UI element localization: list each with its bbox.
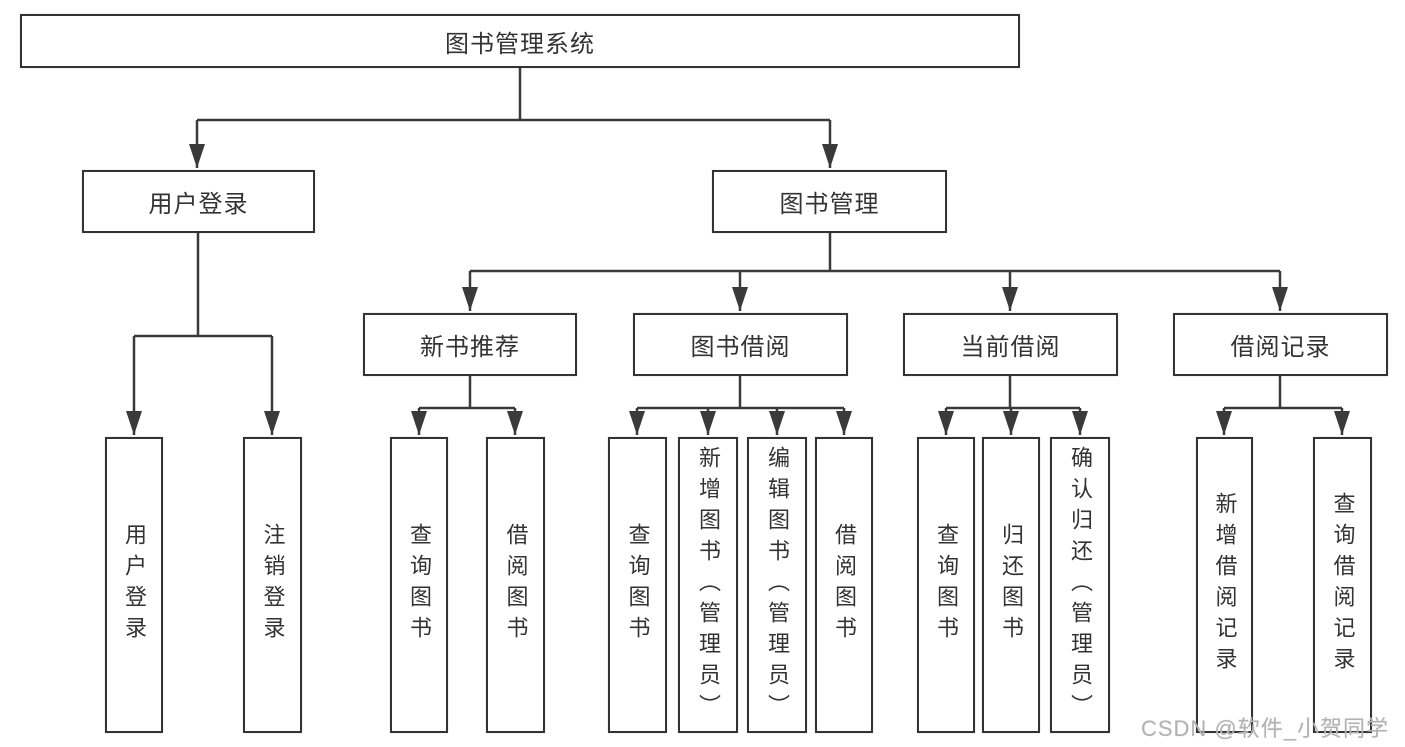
leaf-return-book: 归还图书 [982,437,1040,733]
leaf-query-books-borrow: 查询图书 [608,437,667,733]
connector-borrow-records-to-leaves [1216,376,1350,435]
node-borrow-records: 借阅记录 [1173,313,1388,376]
node-new-book-recommend-label: 新书推荐 [420,334,520,361]
leaf-logout-label: 注销登录 [260,523,286,647]
leaf-borrow-books: 借阅图书 [815,437,873,733]
leaf-query-borrow-record-label: 查询借阅记录 [1330,492,1356,678]
leaf-query-books-recommend: 查询图书 [390,437,448,733]
node-root: 图书管理系统 [20,14,1020,68]
connector-user-login-to-leaves [126,233,280,435]
leaf-user-login-label: 用户登录 [122,523,147,647]
leaf-query-borrow-record: 查询借阅记录 [1313,437,1372,733]
node-user-login: 用户登录 [82,170,315,233]
leaf-add-borrow-record: 新增借阅记录 [1196,437,1253,733]
connector-current-borrow-to-leaves [938,376,1088,435]
leaf-edit-book-admin: 编辑图书（管理员） [747,437,807,733]
node-book-management: 图书管理 [712,170,947,233]
leaf-query-books-current: 查询图书 [917,437,975,733]
connector-new-book-recommend-to-leaves [411,376,523,435]
leaf-user-login: 用户登录 [105,437,163,733]
csdn-watermark: CSDN @软件_小贺同学 [1140,716,1389,741]
node-new-book-recommend: 新书推荐 [363,313,577,376]
leaf-logout: 注销登录 [243,437,302,733]
leaf-borrow-books-recommend: 借阅图书 [486,437,545,733]
leaf-edit-book-admin-label: 编辑图书（管理员） [765,445,790,725]
leaf-query-books-recommend-label: 查询图书 [407,523,432,647]
node-book-management-label: 图书管理 [779,191,880,218]
node-current-borrow: 当前借阅 [903,313,1118,376]
leaf-add-borrow-record-label: 新增借阅记录 [1212,492,1238,678]
node-book-borrow-label: 图书借阅 [690,334,791,361]
connector-book-management-to-level3 [462,233,1288,311]
node-user-login-label: 用户登录 [148,191,249,218]
leaf-confirm-return-admin: 确认归还（管理员） [1050,437,1110,733]
leaf-add-book-admin-label: 新增图书（管理员） [696,445,721,725]
node-book-borrow: 图书借阅 [633,313,848,376]
leaf-borrow-books-recommend-label: 借阅图书 [503,523,529,647]
leaf-add-book-admin: 新增图书（管理员） [678,437,738,733]
leaf-confirm-return-admin-label: 确认归还（管理员） [1068,445,1093,725]
connector-book-borrow-to-leaves [629,376,852,435]
node-root-label: 图书管理系统 [445,30,595,58]
leaf-query-books-current-label: 查询图书 [934,523,959,647]
connector-root-to-level2 [189,68,838,168]
node-current-borrow-label: 当前借阅 [960,334,1061,361]
leaf-return-book-label: 归还图书 [999,523,1024,647]
leaf-borrow-books-label: 借阅图书 [832,523,857,647]
node-borrow-records-label: 借阅记录 [1230,334,1331,361]
leaf-query-books-borrow-label: 查询图书 [625,523,651,647]
